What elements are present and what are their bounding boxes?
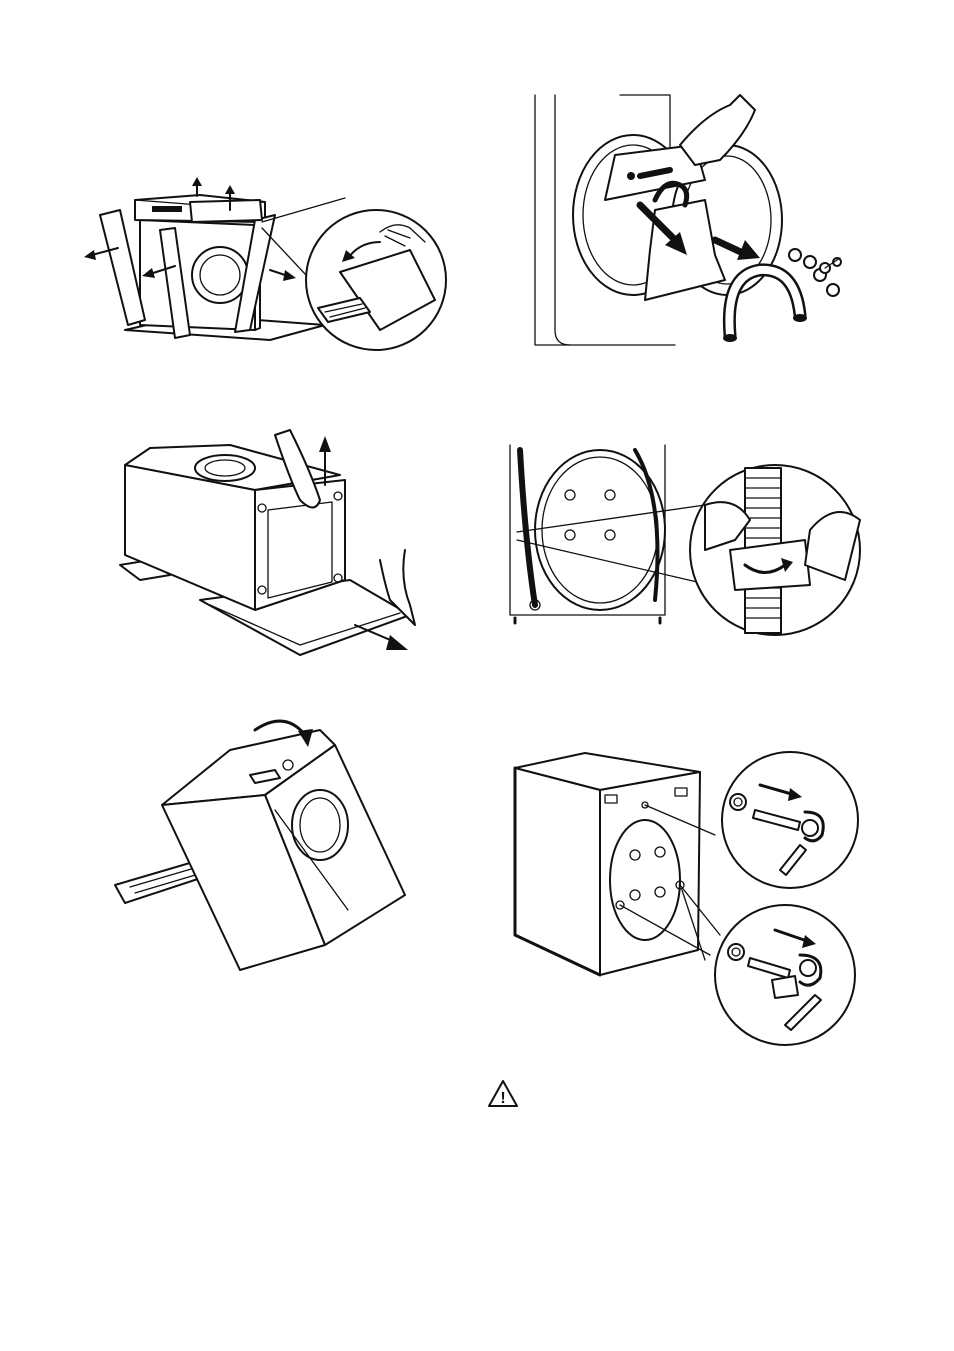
figure-tilt-machine [110,715,420,980]
warning-triangle-icon: ! [486,1078,520,1110]
warning-symbol: ! [500,1090,505,1107]
figure-release-hose-clip [505,440,865,650]
tilt-machine-illustration [110,715,420,980]
unpack-packaging-illustration [80,180,450,360]
remove-base-polystyrene-illustration [110,430,420,660]
remove-transit-bolts-illustration [510,750,860,1050]
figure-remove-base [110,430,420,660]
figure-remove-transit-bolts [510,750,860,1050]
figure-remove-bag-and-hose [515,90,855,350]
figure-unpack-packaging [80,180,450,360]
remove-bag-and-hose-illustration [515,90,855,350]
warning-icon-wrapper: ! [486,1078,520,1110]
release-hose-clip-illustration [505,440,865,650]
